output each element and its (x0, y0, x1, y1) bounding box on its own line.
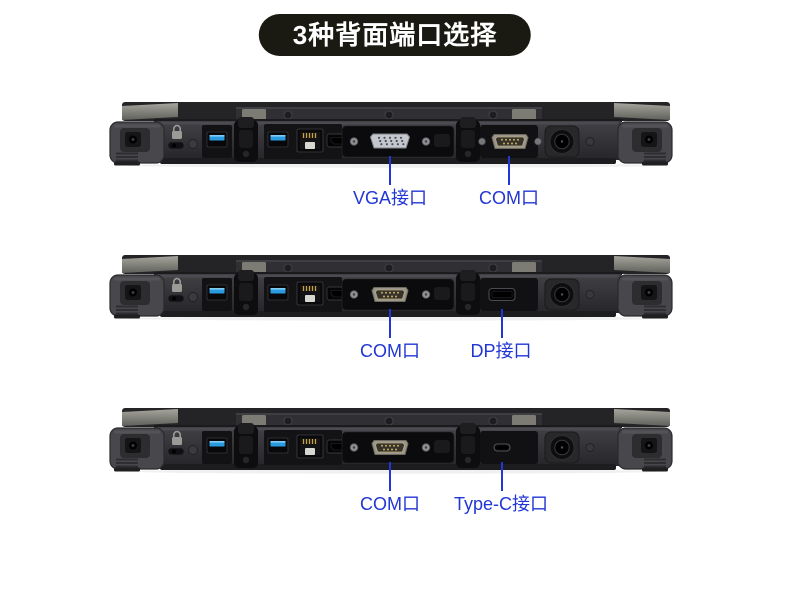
com-port (491, 134, 529, 149)
com-port (371, 440, 409, 455)
leader-line (389, 156, 391, 185)
leader-line (389, 462, 391, 491)
com-port (371, 287, 409, 302)
laptop-rear-photo (108, 96, 684, 168)
title-banner: 3种背面端口选择 (258, 14, 532, 56)
dp-port (488, 287, 516, 302)
laptop-rear-photo (108, 249, 684, 321)
vga-port (370, 133, 410, 149)
port-label: COM口 (360, 494, 420, 514)
port-label: Type-C接口 (453, 494, 549, 514)
port-label: COM口 (479, 188, 539, 208)
leader-line (508, 156, 510, 185)
leader-line (501, 309, 503, 338)
leader-line (501, 462, 503, 491)
port-label: DP接口 (470, 341, 532, 361)
variant-row-com-dp: COM口 DP接口 (0, 249, 790, 402)
leader-line (389, 309, 391, 338)
laptop-rear-photo (108, 402, 684, 474)
typec-port (493, 443, 511, 452)
variant-row-com-typec: COM口 Type-C接口 (0, 402, 790, 555)
port-label: COM口 (360, 341, 420, 361)
variant-row-vga-com: VGA接口 COM口 (0, 96, 790, 249)
port-label: VGA接口 (352, 188, 428, 208)
